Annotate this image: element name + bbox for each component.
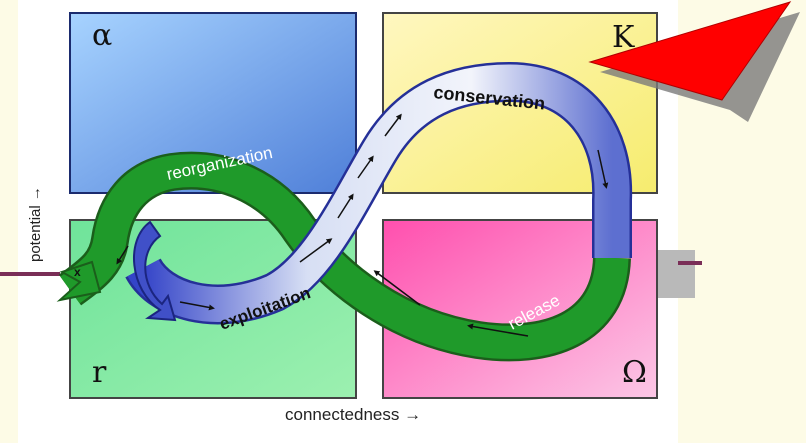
- alpha-symbol: α: [92, 18, 113, 53]
- flow-arrow: [179, 301, 215, 311]
- x-axis-arrow: →: [404, 405, 422, 424]
- flow-arrow: [116, 245, 129, 265]
- flow-arrow: [467, 323, 529, 337]
- red-pointer-icon: [588, 1, 792, 101]
- omega-symbol: Ω: [622, 355, 647, 390]
- exploitation-tail: [133, 220, 177, 322]
- y-axis-arrow: →: [27, 186, 44, 202]
- flow-arrow: [373, 270, 421, 306]
- exit-label: x: [74, 265, 81, 279]
- blue-loop: [127, 64, 630, 322]
- k-symbol: K: [612, 20, 635, 55]
- slide-rule-left: [0, 272, 60, 276]
- x-axis-label: connectedness →: [285, 405, 421, 425]
- y-axis-text: potential: [27, 205, 44, 262]
- flow-arrow: [299, 238, 333, 263]
- y-axis-label: potential →: [27, 186, 44, 262]
- slide-rule-right: [678, 261, 702, 265]
- flow-arrow: [384, 113, 402, 137]
- exit-arrow: [56, 260, 102, 302]
- flow-arrow: [337, 193, 354, 219]
- flow-arrow: [357, 155, 374, 179]
- green-loop: [60, 154, 629, 359]
- r-symbol: r: [92, 355, 107, 390]
- x-axis-text: connectedness: [285, 405, 400, 424]
- flow-arrow: [597, 149, 609, 189]
